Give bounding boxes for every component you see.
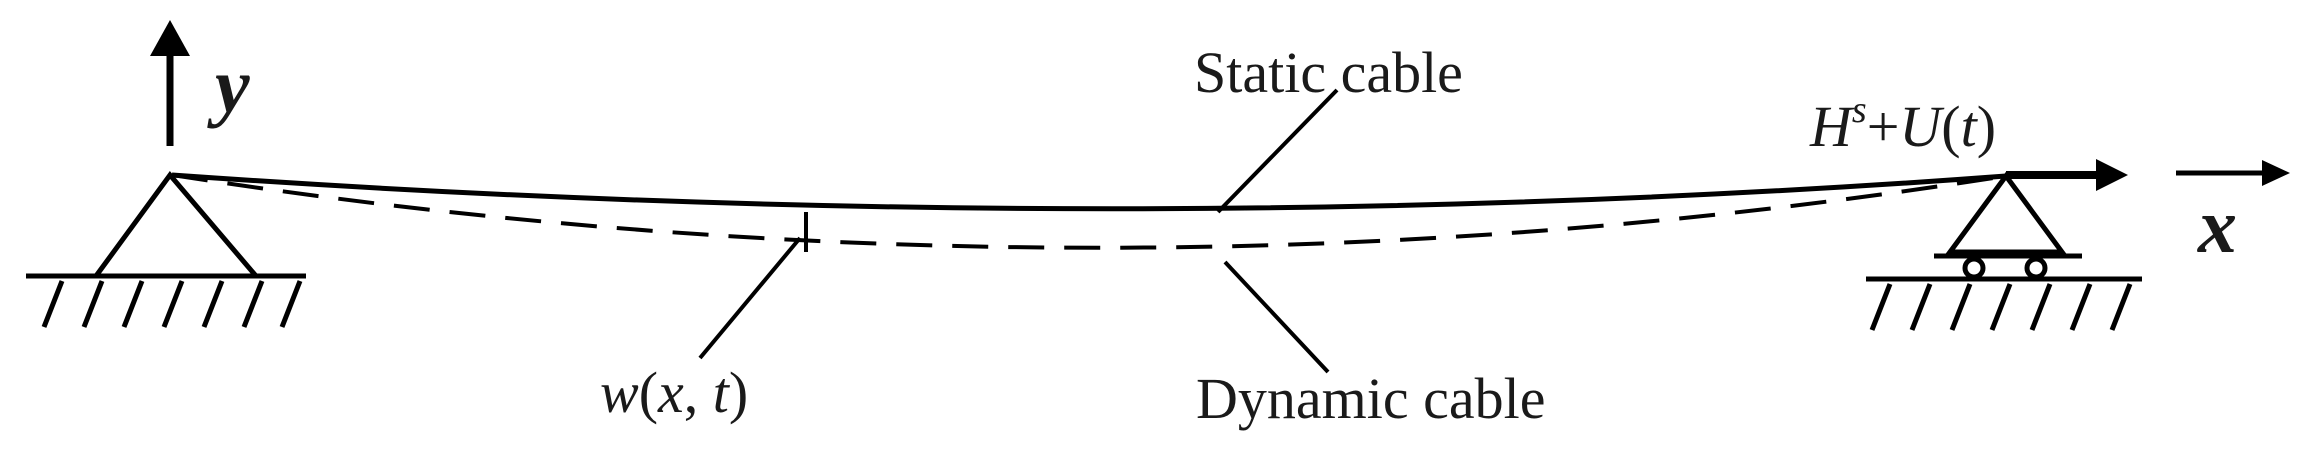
force-label-U: U <box>1899 94 1945 159</box>
right-roller-wheel-2 <box>2024 256 2048 280</box>
x-axis-arrow <box>2176 160 2290 186</box>
left-support-triangle <box>93 170 258 278</box>
right-roller-wheel-1 <box>1962 256 1986 280</box>
displacement-leader <box>698 236 802 360</box>
static-cable-curve <box>171 172 2007 212</box>
force-label-plus: + <box>1867 94 1900 159</box>
force-label-t: t <box>1961 94 1979 159</box>
static-cable-leader <box>1216 88 1339 214</box>
right-roller-support <box>1866 171 2142 331</box>
left-fixed-support <box>26 170 306 328</box>
displacement-label-paren-open: ( <box>639 360 658 425</box>
displacement-label-x: x <box>657 360 684 425</box>
force-label: Hs+U(t) <box>1809 89 1996 159</box>
left-ground-hatch <box>41 280 303 328</box>
right-ground-hatch <box>1869 283 2133 331</box>
y-axis-label: y <box>207 42 250 129</box>
right-support-triangle <box>1945 171 2067 255</box>
y-axis-arrow <box>150 20 190 146</box>
force-label-H: H <box>1809 94 1855 159</box>
force-arrow <box>2006 159 2128 191</box>
dynamic-cable-label: Dynamic cable <box>1196 366 1545 431</box>
force-label-superscript-s: s <box>1852 89 1867 131</box>
displacement-label-w: w <box>600 360 639 425</box>
displacement-label-t: t <box>713 360 731 425</box>
displacement-label: w(x, t) <box>600 360 748 425</box>
force-label-paren-close: ) <box>1977 94 1996 159</box>
displacement-label-comma: , <box>684 360 713 425</box>
force-label-paren-open: ( <box>1941 94 1960 159</box>
displacement-label-paren-close: ) <box>729 360 748 425</box>
static-cable-label: Static cable <box>1194 40 1463 105</box>
x-axis-label: x <box>2197 182 2237 269</box>
dynamic-cable-curve <box>171 173 2007 250</box>
dynamic-cable-leader <box>1223 260 1330 374</box>
